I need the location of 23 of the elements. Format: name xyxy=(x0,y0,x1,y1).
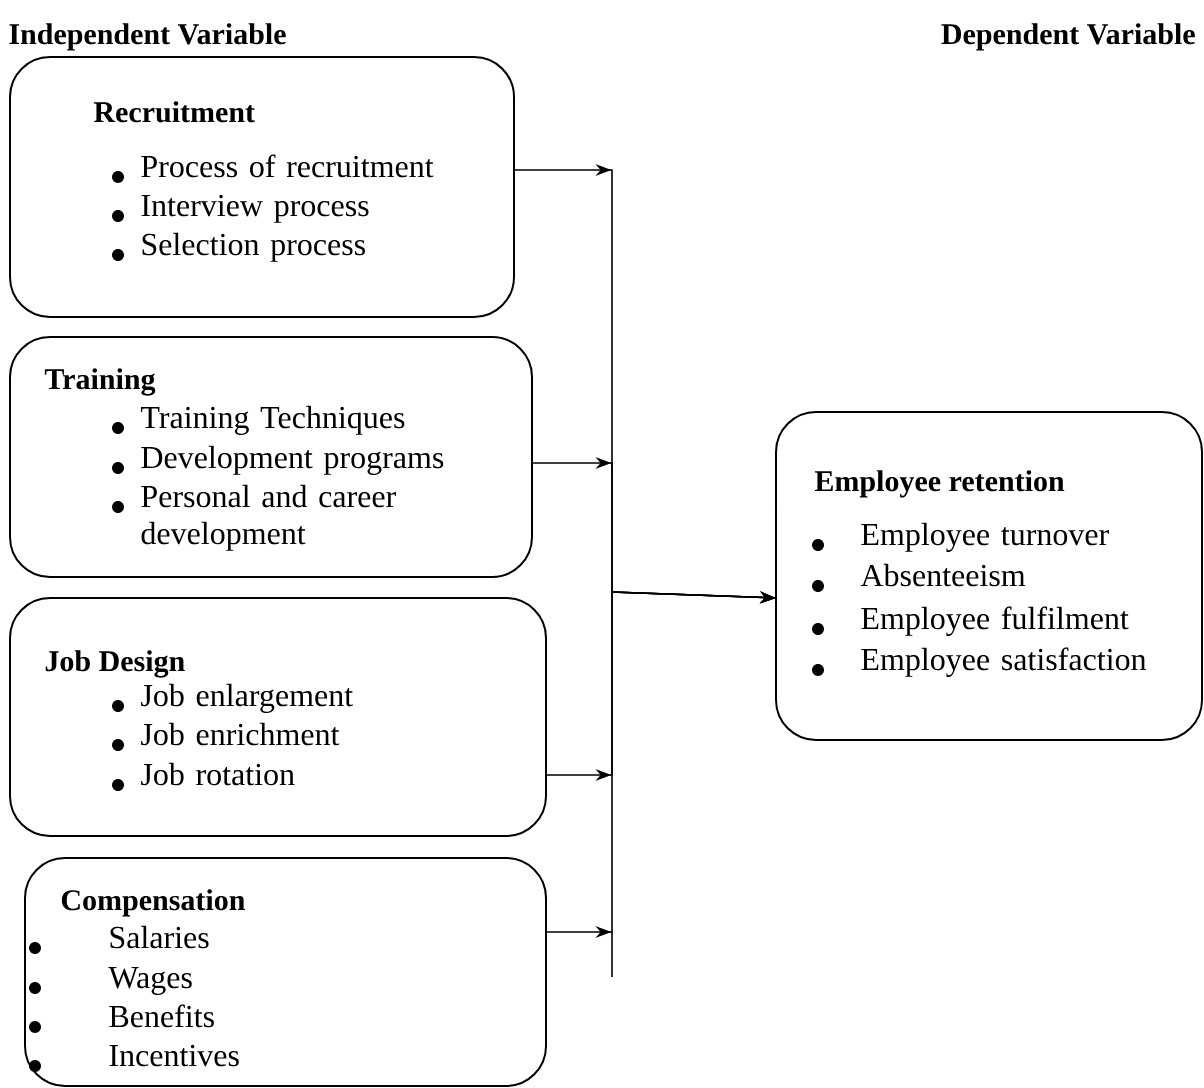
box-heading: Job Design xyxy=(45,650,185,678)
box-heading: Training xyxy=(44,368,156,396)
bullet-item: Incentives xyxy=(29,1044,239,1072)
bullet-item: Job enlargement xyxy=(112,683,353,713)
bullet-item: Employee turnover xyxy=(812,522,1109,552)
bullet-item: Wages xyxy=(29,967,192,995)
bullet-item: Process of recruitment xyxy=(112,154,434,183)
bullet-item: Employee fulfilment xyxy=(812,606,1129,636)
bullet-item: Interview process xyxy=(112,194,369,223)
bullet-item: Selection process xyxy=(112,232,365,262)
box-heading: Recruitment xyxy=(93,101,255,123)
bullet-item: Development programs xyxy=(112,445,444,475)
bullet-item: Employee satisfaction xyxy=(812,647,1147,677)
bullet-item: Training Techniques xyxy=(112,405,405,435)
bullet-item: Salaries xyxy=(29,925,209,954)
bullet-item: Personal and career development xyxy=(112,484,396,551)
box-heading: Employee retention xyxy=(814,470,1065,498)
bullet-item: Absenteeism xyxy=(812,563,1026,592)
bullet-item: Benefits xyxy=(29,1004,214,1033)
bullet-item: Job rotation xyxy=(112,762,295,791)
column-heading: Dependent Variable xyxy=(941,23,1195,51)
box-heading: Compensation xyxy=(61,889,245,917)
bullet-item: Job enrichment xyxy=(112,722,340,751)
